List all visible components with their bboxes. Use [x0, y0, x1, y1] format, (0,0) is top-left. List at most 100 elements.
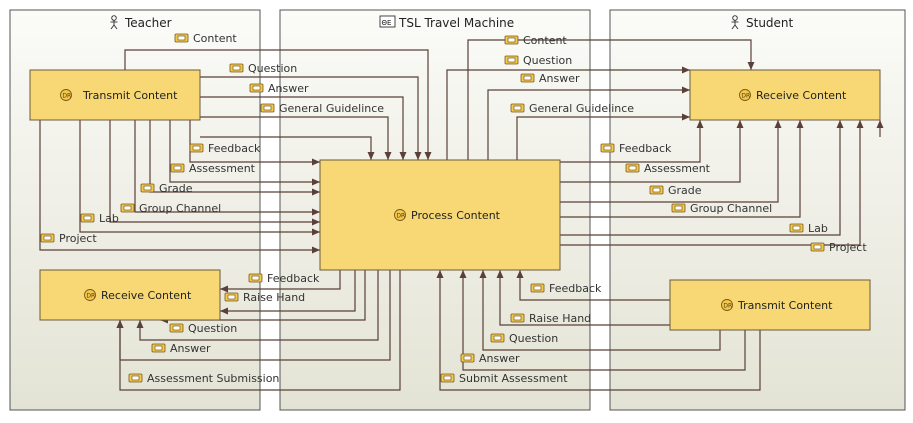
- connector: [200, 96, 407, 160]
- process-icon: DR: [721, 299, 733, 311]
- connector: [169, 120, 320, 186]
- flow-label-general-guideline: General Guidelince: [529, 102, 634, 115]
- svg-text:DR: DR: [741, 93, 750, 100]
- machine-lane-title: TSL Travel Machine: [398, 16, 514, 30]
- flow-label-question: Question: [523, 54, 572, 67]
- flow-label-content: Content: [193, 32, 237, 45]
- information-flow-icon: [80, 213, 95, 223]
- flow-label-feedback: Feedback: [619, 142, 672, 155]
- teacher-transmit-content[interactable]: DR Transmit Content: [29, 69, 201, 121]
- connector: [496, 270, 670, 326]
- information-flow-icon: [440, 373, 455, 383]
- connector: [220, 270, 341, 293]
- connector: [876, 120, 884, 137]
- information-flow-icon: [510, 313, 525, 323]
- connector: [124, 49, 432, 160]
- information-flow-icon: [260, 103, 275, 113]
- svg-text:DR: DR: [62, 93, 71, 100]
- connector: [516, 270, 670, 301]
- information-flow-icon: [224, 292, 239, 302]
- teacher-lane-title: Teacher: [124, 16, 172, 30]
- flow-label-question: Question: [509, 332, 558, 345]
- teacher-receive-content[interactable]: DR Receive Content: [39, 269, 221, 321]
- connector: [79, 120, 320, 236]
- flow-label-raise-hand: Raise Hand: [529, 312, 591, 325]
- information-flow-icon: [520, 73, 535, 83]
- flow-label-feedback: Feedback: [267, 272, 320, 285]
- information-flow-icon: [169, 323, 184, 333]
- connector: [479, 270, 721, 351]
- connector: [136, 270, 379, 341]
- connector: [560, 120, 782, 203]
- connector: [560, 120, 864, 246]
- flow-label-answer: Answer: [539, 72, 580, 85]
- connector: [39, 120, 320, 254]
- information-flow-icon: [189, 143, 204, 153]
- connector: [200, 136, 375, 160]
- boundary-icon: ΘE: [379, 15, 396, 28]
- actor-icon: [110, 15, 118, 30]
- information-flow-icon: [504, 35, 519, 45]
- information-flow-icon: [625, 163, 640, 173]
- svg-text:DR: DR: [723, 303, 732, 310]
- flow-label-grade: Grade: [668, 184, 702, 197]
- flow-label-assessment: Assessment: [644, 162, 711, 175]
- flow-label-grade: Grade: [159, 182, 193, 195]
- information-flow-icon: [810, 242, 825, 252]
- connector: [436, 270, 761, 391]
- information-flow-icon: [40, 233, 55, 243]
- flow-label-assessment: Assessment: [189, 162, 256, 175]
- information-flow-icon: [170, 163, 185, 173]
- student-transmit-content[interactable]: DR Transmit Content: [669, 279, 871, 331]
- process-icon: DR: [60, 89, 72, 101]
- information-flow-icon: [249, 83, 264, 93]
- svg-text:DR: DR: [396, 213, 405, 220]
- information-flow-icon: [530, 283, 545, 293]
- flow-label-lab: Lab: [808, 222, 828, 235]
- information-flow-icon: [248, 273, 263, 283]
- flow-label-answer: Answer: [479, 352, 520, 365]
- flow-label-project: Project: [59, 232, 97, 245]
- information-flow-icon: [671, 203, 686, 213]
- connector: [220, 270, 356, 315]
- information-flow-icon: [140, 183, 155, 193]
- flow-label-project: Project: [829, 241, 867, 254]
- connector: [446, 66, 690, 160]
- student-receive-content[interactable]: DR Receive Content: [689, 69, 881, 121]
- box-label: Receive Content: [101, 289, 192, 302]
- box-label: Transmit Content: [82, 89, 178, 102]
- information-flow-icon: [229, 63, 244, 73]
- connector: [487, 86, 690, 160]
- flow-labels: Content Question Answer General Guidelin…: [40, 32, 867, 385]
- flow-label-content: Content: [523, 34, 567, 47]
- connector: [200, 76, 422, 160]
- connector: [459, 270, 746, 371]
- connector: [116, 270, 401, 391]
- connectors: [39, 39, 884, 391]
- flow-label-group-channel: Group Channel: [139, 202, 221, 215]
- process-icon: DR: [739, 89, 751, 101]
- svg-text:ΘE: ΘE: [382, 19, 392, 27]
- information-flow-icon: [490, 333, 505, 343]
- information-flow-icon: [504, 55, 519, 65]
- connector: [467, 39, 755, 160]
- connector: [560, 120, 704, 163]
- box-label: Transmit Content: [737, 299, 833, 312]
- information-flow-icon: [151, 343, 166, 353]
- process-icon: DR: [84, 289, 96, 301]
- box-label: Receive Content: [756, 89, 847, 102]
- information-flow-icon: [789, 223, 804, 233]
- flow-label-answer: Answer: [268, 82, 309, 95]
- information-flow-icon: [174, 33, 189, 43]
- flow-label-feedback: Feedback: [208, 142, 261, 155]
- information-flow-icon: [120, 203, 135, 213]
- process-content[interactable]: DR Process Content: [319, 159, 561, 271]
- connector: [516, 113, 690, 160]
- box-label: Process Content: [411, 209, 501, 222]
- flow-label-assessment-submission: Assessment Submission: [147, 372, 279, 385]
- flow-label-general-guideline: General Guidelince: [279, 102, 384, 115]
- actor-icon: [731, 15, 739, 30]
- connector: [134, 120, 320, 216]
